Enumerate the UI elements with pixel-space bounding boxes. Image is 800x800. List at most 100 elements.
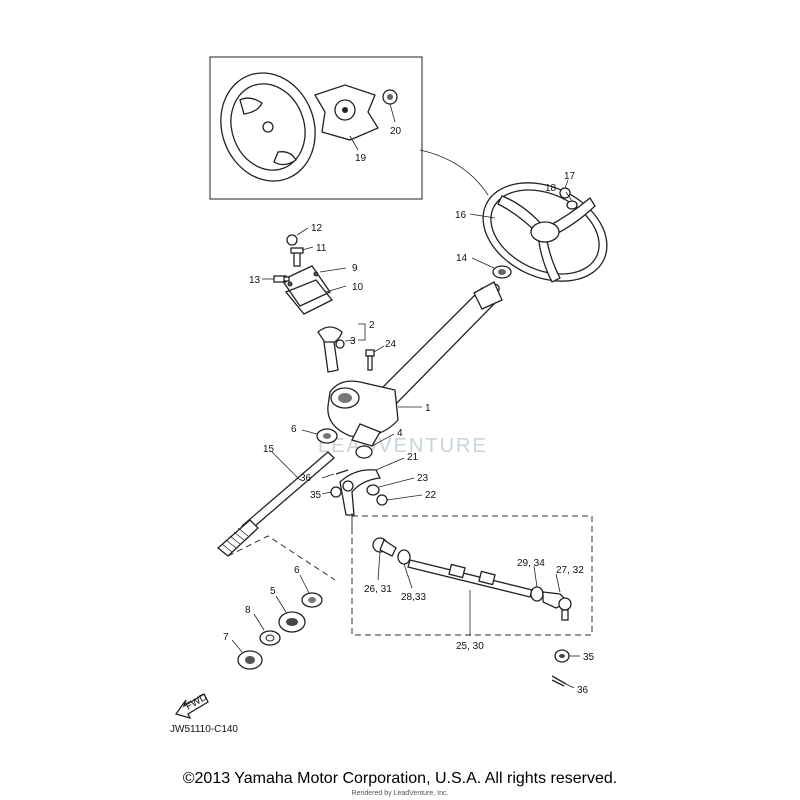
leader-8 [253,613,265,631]
leader-35a [321,491,332,495]
leader-15 [271,451,301,481]
label-part-19: 19 [355,153,367,164]
part-10-gasket [284,279,334,315]
label-part-14: 14 [456,253,468,264]
label-part-35-lower: 35 [583,652,595,663]
part-36-cotter-pin-lower [551,675,567,687]
part-18-washer [566,200,578,210]
leader-27 [555,573,561,593]
part-11-bolt [290,247,304,267]
part-14-collar [492,265,512,279]
leader-6a [301,429,318,435]
part-6-oil-seal-upper [316,428,338,444]
part-2-pinion-shaft [317,326,343,373]
leader-23 [378,477,415,488]
leader-26 [377,551,381,581]
leader-4 [371,433,395,447]
label-part-11: 11 [316,243,327,254]
leader-17 [564,179,569,189]
label-part-3: 3 [350,336,356,347]
leader-19 [349,135,359,151]
part-9-cover [281,265,331,307]
explode-guideline-lower [227,535,336,581]
leader-11 [301,246,314,251]
label-part-17: 17 [564,171,576,182]
label-part-28-33: 28,33 [401,592,426,603]
leader-24 [373,345,385,353]
label-part-21: 21 [407,452,419,463]
part-13-bolt [273,275,290,283]
leader-9 [319,267,347,273]
label-part-8: 8 [245,605,251,616]
part-4-seal [355,445,373,459]
label-part-25-30: 25, 30 [456,641,484,652]
leader-36b [565,683,575,689]
part-25-tie-rod [407,559,533,598]
part-7-nut [237,650,263,670]
label-part-2: 2 [369,320,375,331]
label-part-27-32: 27, 32 [556,565,584,576]
leader-21 [375,457,405,471]
leader-7 [231,639,243,653]
part-24-bolt [365,349,375,371]
part-21-pitman-arm [339,469,381,516]
label-part-13: 13 [249,275,261,286]
label-part-12: 12 [311,223,323,234]
label-part-1: 1 [425,403,431,414]
part-23-washer [366,484,380,496]
leader-10 [325,285,347,293]
label-part-6-upper: 6 [291,424,297,435]
tie-rod-assembly-frame [351,515,593,636]
part-35-nut-lower [554,649,570,663]
part-36-cotter-pin-upper [335,469,349,475]
part-35-nut-upper [330,486,342,498]
part-6-oil-seal-lower [301,592,323,608]
leader-22 [386,494,423,501]
copyright-notice: ©2013 Yamaha Motor Corporation, U.S.A. A… [182,770,618,787]
part-16-steering-wheel [482,182,608,283]
leader-29 [533,565,538,588]
part-1-steering-column [327,281,503,447]
label-part-23: 23 [417,473,429,484]
part-27-tie-rod-end-right [542,591,572,621]
part-26-tie-rod-end-left [372,537,397,557]
leader-6b [299,574,310,594]
label-part-24: 24 [385,339,397,350]
part-22-nut [376,494,388,506]
part-20-nut [382,89,398,105]
label-part-29-34: 29, 34 [517,558,545,569]
label-part-16: 16 [455,210,467,221]
label-part-26-31: 26, 31 [364,584,392,595]
label-part-4: 4 [397,428,403,439]
diagram-code: JW51110-C140 [170,724,238,735]
part-28-locknut-left [397,549,411,565]
part-17-nut [559,187,571,199]
leader-18 [565,191,573,202]
label-part-6-lower: 6 [294,565,300,576]
label-part-5: 5 [270,586,276,597]
label-part-20: 20 [390,126,402,137]
leader-16 [469,213,496,219]
part-8-washer [259,630,281,646]
part-12-nut [286,234,298,246]
part-3-bearing [335,339,345,349]
label-part-7: 7 [223,632,229,643]
label-part-15: 15 [263,444,275,455]
fwd-arrow-icon: FWD [174,692,209,720]
inset-steering-wheel [220,72,316,182]
label-part-18: 18 [545,183,557,194]
label-part-22: 22 [425,490,437,501]
inset-callout-curve [419,149,489,196]
part-5-bearing [278,611,306,633]
leader-20 [389,103,396,123]
rendered-by-credit: Rendered by LeadVenture, Inc. [351,790,449,797]
part-15-steering-shaft [216,451,335,557]
label-part-36-lower: 36 [577,685,589,696]
label-part-36-upper: 36 [300,473,312,484]
leader-14 [471,257,495,269]
leader-3 [344,339,356,342]
leader-28 [403,563,413,589]
leader-12 [296,227,309,236]
